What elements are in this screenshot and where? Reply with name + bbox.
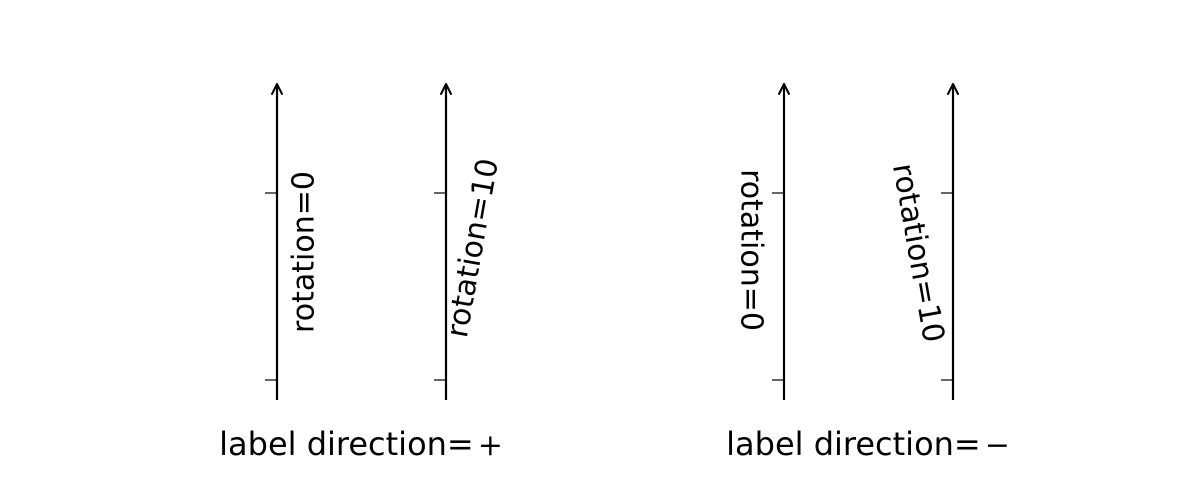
axis-plus-rotation-0: rotation=0 <box>265 83 322 400</box>
axis-label: rotation=10 <box>440 156 506 340</box>
panel-plus: rotation=0 rotation=10 label direction=+ <box>219 83 506 463</box>
axis-minus-rotation-0: rotation=0 <box>734 83 790 400</box>
arrow-up-icon <box>440 83 452 95</box>
panel-caption: label direction=+ <box>219 425 503 463</box>
axis-minus-rotation-10: rotation=10 <box>885 83 959 400</box>
caption-prefix: label direction= <box>726 425 981 463</box>
panel-minus: rotation=0 rotation=10 label direction=− <box>726 83 1010 463</box>
caption-sign: − <box>985 428 1010 463</box>
caption-prefix: label direction= <box>219 425 474 463</box>
axis-label: rotation=10 <box>885 161 951 345</box>
axis-label: rotation=0 <box>287 171 322 333</box>
axis-label: rotation=0 <box>734 169 769 331</box>
panel-caption: label direction=− <box>726 425 1010 463</box>
arrow-up-icon <box>947 83 959 95</box>
axis-plus-rotation-10: rotation=10 <box>434 83 506 400</box>
arrow-up-icon <box>271 83 283 95</box>
arrow-up-icon <box>778 83 790 95</box>
caption-sign: + <box>478 428 503 463</box>
